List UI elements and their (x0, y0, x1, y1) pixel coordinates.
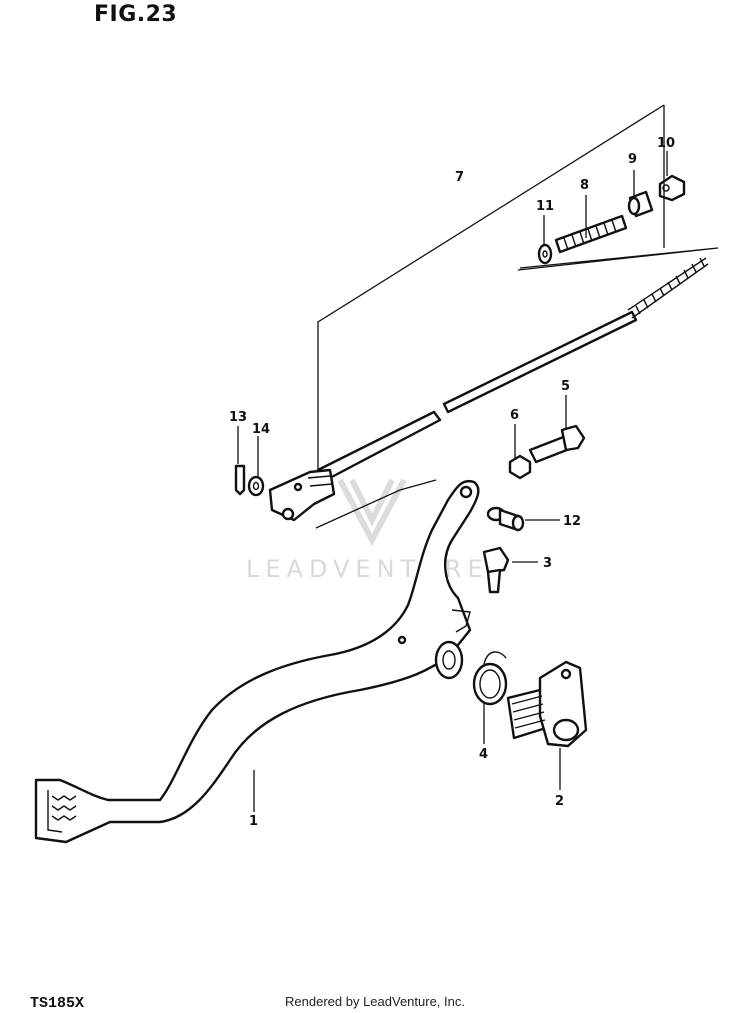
callout-12: 12 (563, 514, 581, 529)
brake-pedal (34, 479, 480, 844)
callout-6: 6 (510, 408, 519, 423)
callout-11: 11 (536, 199, 554, 214)
bolt-3 (482, 546, 510, 594)
callout-13: 13 (229, 410, 247, 425)
washer-11 (537, 243, 553, 265)
bolt-5 (528, 424, 586, 464)
model-code: TS185X (30, 995, 85, 1012)
callout-5: 5 (561, 379, 570, 394)
callout-10: 10 (657, 136, 675, 151)
washer-14 (247, 475, 265, 497)
nut-6 (508, 454, 532, 480)
callout-3: 3 (543, 556, 552, 571)
joint-9 (627, 190, 654, 218)
cotter-pin-13 (234, 464, 246, 496)
callout-9: 9 (628, 152, 637, 167)
callout-8: 8 (580, 178, 589, 193)
callout-2: 2 (555, 794, 564, 809)
brake-rod (268, 257, 709, 522)
spring-4 (472, 651, 508, 706)
callout-7: 7 (455, 170, 464, 185)
footer-credit: Rendered by LeadVenture, Inc. (285, 994, 465, 1009)
callout-4: 4 (479, 747, 488, 762)
watermark-logo (337, 478, 407, 547)
nut-10 (658, 174, 686, 202)
adjuster-spring (554, 214, 628, 254)
callout-1: 1 (249, 814, 258, 829)
pin-12 (486, 506, 525, 532)
brake-shaft-lever-2 (506, 660, 588, 748)
callout-14: 14 (252, 422, 270, 437)
figure-title: FIG.23 (94, 2, 178, 27)
